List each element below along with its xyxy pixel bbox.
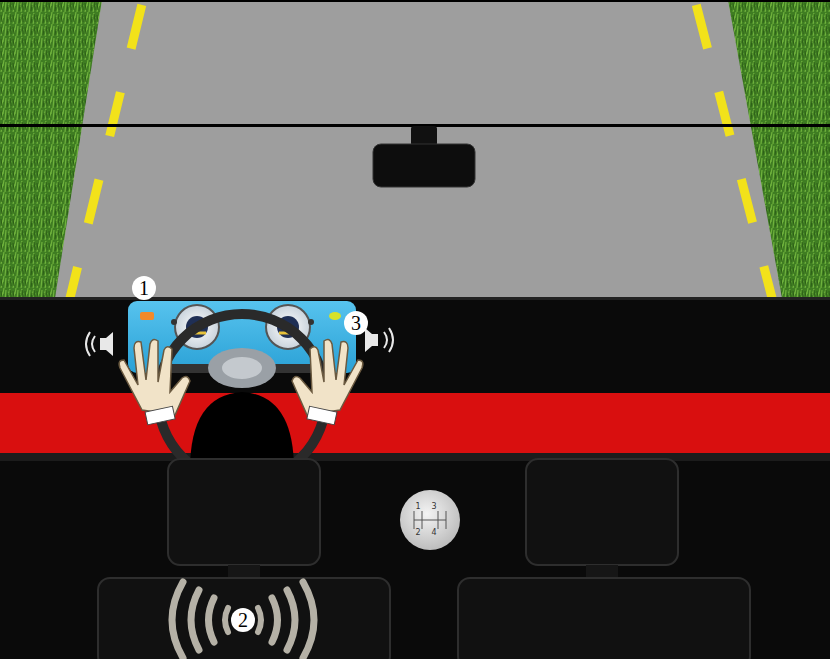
lane-line (695, 0, 772, 298)
gear-number: 1 (415, 503, 420, 511)
lane-line (70, 0, 143, 298)
road (55, 0, 782, 298)
callout-number: 2 (231, 608, 255, 632)
callout-number: 3 (344, 311, 368, 335)
callout-number: 1 (132, 276, 156, 300)
seat-back (168, 459, 320, 565)
gear-number: 3 (431, 503, 436, 511)
speaker-icon (365, 328, 393, 352)
gear-number: 4 (431, 529, 436, 537)
gear-number: 2 (415, 529, 420, 537)
seat-back (526, 459, 678, 565)
indicator-light (329, 312, 341, 320)
seat-post (586, 565, 618, 579)
dash-seam (0, 453, 830, 461)
mirror-stem (411, 126, 437, 146)
frame-line (0, 0, 830, 2)
speaker-icon (86, 332, 113, 356)
warning-light (140, 312, 154, 320)
vibration-symbol (172, 582, 314, 658)
rear-view-mirror (373, 144, 475, 187)
hand (292, 340, 363, 425)
red-band (0, 393, 830, 453)
hand (119, 340, 190, 425)
seat-post (228, 565, 260, 579)
seat-cushion (458, 578, 750, 659)
seat-cushion (98, 578, 390, 659)
gear-knob (400, 490, 460, 550)
dash-edge (0, 297, 830, 300)
grass (0, 0, 830, 300)
